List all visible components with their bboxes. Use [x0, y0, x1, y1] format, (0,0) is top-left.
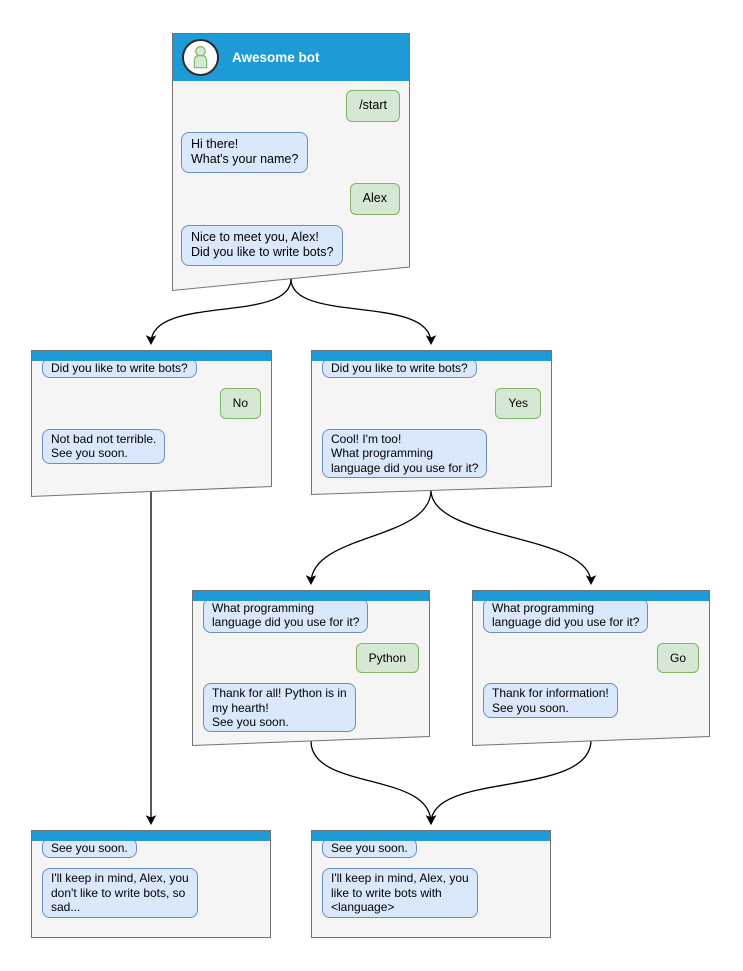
bot-message: Thank for all! Python is in my hearth! S… [203, 683, 356, 733]
chat-window-go: What programming language did you use fo… [472, 590, 710, 747]
bot-message: Thank for information! See you soon. [483, 683, 618, 718]
chat-window-branch-yes: Did you like to write bots? Yes Cool! I'… [311, 350, 552, 496]
chat-window-python: What programming language did you use fo… [192, 590, 430, 747]
user-message: Python [355, 642, 419, 674]
connector-yes-to-go [430, 489, 597, 585]
bot-message: I'll keep in mind, Alex, you like to wri… [322, 868, 478, 918]
chat-header [32, 831, 270, 841]
user-message: Yes [495, 388, 541, 419]
bot-message: Cool! I'm too! What programming language… [322, 428, 488, 478]
bot-message: Did you like to write bots? [322, 358, 477, 379]
chat-window-branch-no: Did you like to write bots? No Not bad n… [31, 350, 272, 498]
bot-message: Hi there! What's your name? [181, 131, 309, 173]
user-message: Alex [349, 182, 400, 215]
user-avatar-icon [193, 46, 208, 69]
connector-yes-to-python [305, 489, 432, 585]
chat-body: Did you like to write bots? No Not bad n… [32, 358, 271, 464]
user-message: /start [346, 90, 400, 122]
bot-title: Awesome bot [232, 50, 320, 65]
connector-go-to-end [425, 739, 592, 825]
bot-message: Not bad not terrible. See you soon. [42, 428, 166, 464]
bot-avatar [182, 39, 219, 76]
chat-window-end-yes: See you soon. I'll keep in mind, Alex, y… [311, 830, 551, 938]
chat-header [32, 351, 271, 361]
chat-body: What programming language did you use fo… [473, 598, 709, 718]
chat-body: See you soon. I'll keep in mind, Alex, y… [312, 838, 550, 918]
chat-body: Did you like to write bots? Yes Cool! I'… [312, 358, 551, 478]
user-message: Go [656, 642, 699, 674]
chat-header [312, 831, 550, 841]
bot-message: Did you like to write bots? [42, 358, 197, 379]
connector-start-to-yes [290, 278, 437, 345]
bot-message: What programming language did you use fo… [483, 598, 649, 633]
bot-message: See you soon. [42, 838, 137, 859]
chat-body: See you soon. I'll keep in mind, Alex, y… [32, 838, 270, 918]
bot-message: I'll keep in mind, Alex, you don't like … [42, 868, 198, 918]
chat-window-end-no: See you soon. I'll keep in mind, Alex, y… [31, 830, 271, 938]
user-message: No [219, 388, 261, 419]
chat-window-start: Awesome bot /start Hi there! What's your… [172, 33, 410, 292]
chat-header [312, 351, 551, 361]
bot-message: What programming language did you use fo… [203, 598, 369, 633]
chat-header [193, 591, 429, 601]
bot-message: See you soon. [322, 838, 417, 859]
bot-message: Nice to meet you, Alex! Did you like to … [181, 224, 344, 266]
chat-body: What programming language did you use fo… [193, 598, 429, 733]
chat-header [473, 591, 709, 601]
connector-start-to-no [145, 278, 292, 345]
chat-body: /start Hi there! What's your name? Alex … [173, 81, 409, 266]
connector-python-to-end [310, 740, 437, 825]
chat-header: Awesome bot [173, 34, 409, 81]
